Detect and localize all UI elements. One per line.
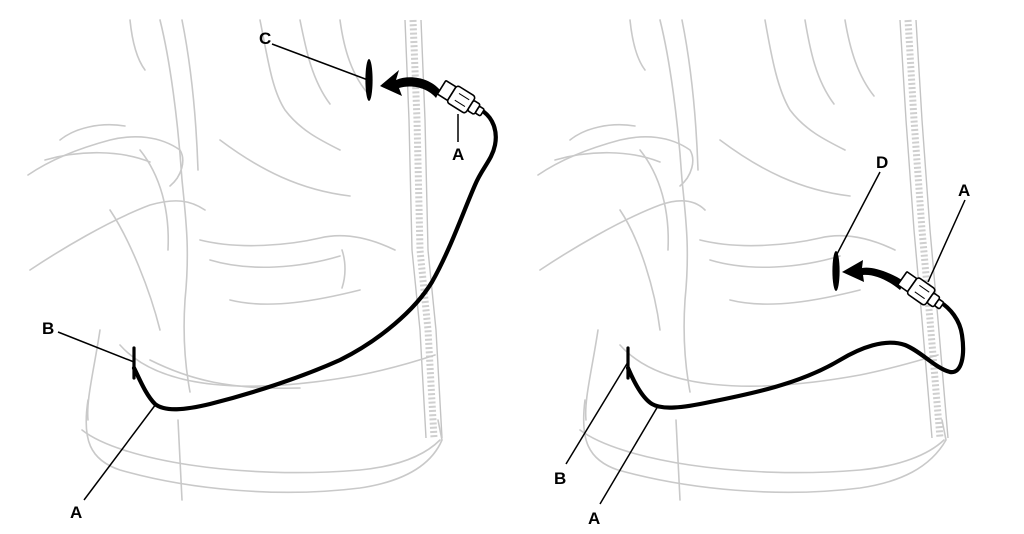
left-label-a-bottom: A xyxy=(70,503,82,522)
left-sleeve xyxy=(159,19,191,393)
left-leader-b xyxy=(57,331,135,363)
right-usb-cable xyxy=(625,299,966,410)
left-leader-a-bottom xyxy=(83,403,157,501)
right-jacket-hem xyxy=(582,399,947,494)
right-label-a-top: A xyxy=(958,181,970,200)
left-label-b: B xyxy=(42,319,54,338)
left-jacket-hem xyxy=(85,399,443,494)
left-slot-c xyxy=(365,59,373,101)
left-panel: C A B A xyxy=(27,19,498,522)
right-zipper xyxy=(904,19,944,439)
right-label-a-bottom: A xyxy=(588,509,600,528)
right-insert-arrow xyxy=(842,260,905,290)
right-usb-plug xyxy=(897,271,945,310)
left-label-c: C xyxy=(259,29,271,48)
right-label-d: D xyxy=(876,153,888,172)
left-hand xyxy=(29,200,206,271)
right-leader-a-top xyxy=(927,199,966,283)
right-leader-b xyxy=(565,361,629,465)
right-jacket-sketch xyxy=(537,19,949,501)
right-hand xyxy=(539,200,706,271)
left-insert-arrow xyxy=(380,70,440,98)
right-label-b: B xyxy=(554,469,566,488)
right-slot-d xyxy=(832,251,840,291)
left-usb-cable xyxy=(131,109,498,412)
left-leader-c xyxy=(271,43,369,81)
left-label-a-top: A xyxy=(452,145,464,164)
right-leader-a-bottom xyxy=(599,405,659,505)
right-leader-d xyxy=(835,171,881,257)
left-jacket-sketch xyxy=(27,19,443,501)
right-sleeve xyxy=(659,19,691,393)
right-panel: D A B A xyxy=(537,19,970,528)
left-usb-plug xyxy=(436,80,485,117)
